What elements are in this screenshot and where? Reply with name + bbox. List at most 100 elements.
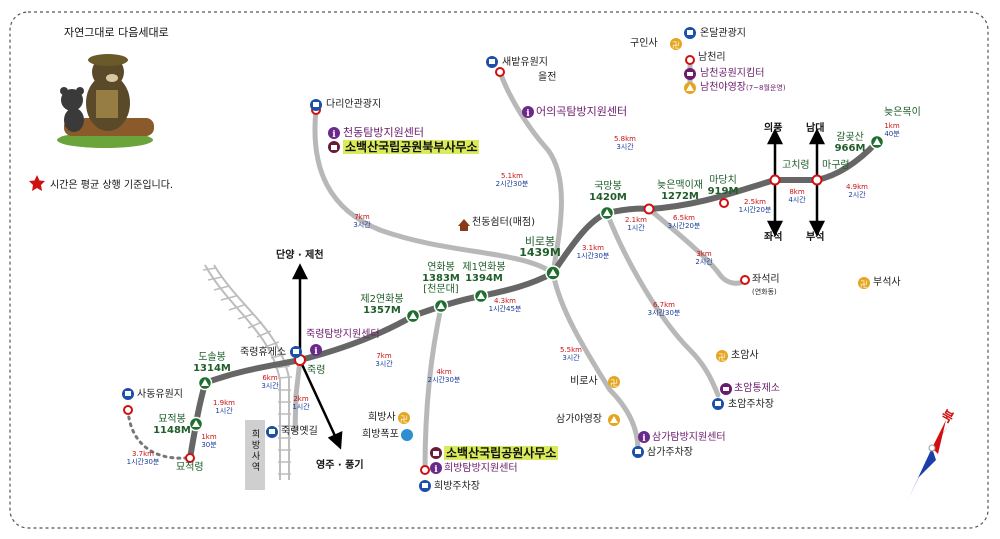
direction-namdae: 남대 xyxy=(806,123,825,134)
place-jukryeong: 죽령 xyxy=(307,365,326,376)
peak-marker-gukmang xyxy=(599,205,615,221)
place-jwaseokri-note: (연화동) xyxy=(752,288,777,296)
place-gusinsa: 구인사 xyxy=(630,38,658,49)
place-myojeokryeong: 묘적령 xyxy=(176,462,204,473)
pass-marker-gochi xyxy=(769,174,781,186)
place-namcheon-post: 남천공원지킴터 xyxy=(700,68,765,79)
place-samga-center: 삼가탐방지원센터 xyxy=(652,432,726,443)
office-icon xyxy=(684,68,696,80)
place-namcheon-camp: 남천야영장(7~8월운영) xyxy=(700,82,786,93)
svg-text:i: i xyxy=(314,347,318,357)
bus-icon xyxy=(712,398,724,410)
place-cheondong-center: 천동탐방지원센터 xyxy=(343,126,424,139)
bus-icon xyxy=(266,426,278,438)
arrow-down-jwaseok xyxy=(766,220,784,237)
info-icon: i xyxy=(638,431,650,444)
svg-text:卍: 卍 xyxy=(610,379,618,388)
temple-icon: 卍 xyxy=(716,350,728,362)
pass-marker-madang xyxy=(719,198,729,208)
peak-marker-biro xyxy=(545,265,561,281)
bus-icon xyxy=(632,446,644,458)
peak-marker-je1 xyxy=(473,288,489,304)
place-birosa: 비로사 xyxy=(570,376,598,387)
direction-yeongju: 영주 · 풍기 xyxy=(316,460,364,471)
shelter-icon xyxy=(458,219,470,231)
temple-icon: 卍 xyxy=(398,412,410,424)
waterfall-icon xyxy=(401,429,413,441)
place-south-office: 소백산국립공원사무소 xyxy=(444,446,559,460)
place-huibang-falls: 희방폭포 xyxy=(362,429,399,440)
map-title: 자연그대로 다음세대로 xyxy=(64,26,169,39)
poi-icons: i i 卍 i 卍 i 卍 i 卍 卍 xyxy=(310,38,870,475)
bus-icon xyxy=(684,27,696,39)
arrow-up-uipung xyxy=(766,128,784,145)
star-icon xyxy=(29,175,45,191)
place-jukryeong-rest: 죽령휴게소 xyxy=(240,347,286,358)
bus-icon xyxy=(122,388,134,400)
map-border xyxy=(9,11,989,529)
pass-marker-neujeunmaek xyxy=(643,203,655,215)
svg-text:卍: 卍 xyxy=(672,41,680,50)
svg-text:i: i xyxy=(434,465,438,475)
temple-icon: 卍 xyxy=(670,38,682,50)
svg-text:i: i xyxy=(642,434,646,444)
pass-marker-huibang xyxy=(420,465,430,475)
place-samga-parking: 삼가주차장 xyxy=(647,447,693,458)
place-huibang-parking: 희방주차장 xyxy=(434,481,480,492)
direction-danyang: 단양 · 제천 xyxy=(276,250,324,261)
place-jukryeong-center: 죽령탐방지원센터 xyxy=(306,329,380,340)
bus-markers xyxy=(122,27,724,492)
place-ondal: 온달관광지 xyxy=(700,28,746,39)
place-saebat: 새밭유원지 xyxy=(502,57,548,68)
time-note: 시간은 평균 상행 기준입니다. xyxy=(50,180,174,191)
branch-trails xyxy=(126,57,748,473)
peak-marker-dosol xyxy=(197,375,213,391)
station-box xyxy=(245,420,265,490)
place-neujeunmoki: 늦은목이 xyxy=(884,107,921,118)
peak-marker-galgot xyxy=(869,134,885,150)
place-choam-parking: 초암주차장 xyxy=(728,399,774,410)
place-sadong: 사동유원지 xyxy=(137,389,183,400)
svg-text:卍: 卍 xyxy=(860,280,868,289)
temple-icon: 卍 xyxy=(608,376,620,388)
office-icon xyxy=(328,141,340,153)
direction-arrows xyxy=(291,128,826,450)
info-icon: i xyxy=(310,344,322,357)
info-icon: i xyxy=(522,106,534,119)
place-namcheonri: 남천리 xyxy=(698,52,726,63)
railway xyxy=(202,264,293,480)
place-dariangwan: 다리안관광지 xyxy=(326,99,382,110)
direction-uipung: 의풍 xyxy=(764,123,783,134)
bus-icon xyxy=(290,346,302,358)
arrow-up-danyang xyxy=(291,263,309,280)
station-label: 희방사역 xyxy=(251,430,261,473)
direction-jwaseok: 좌석 xyxy=(764,232,783,243)
place-jukryeong-old: 죽령옛길 xyxy=(281,426,318,437)
pass-marker-myojeokryeong xyxy=(185,453,195,463)
